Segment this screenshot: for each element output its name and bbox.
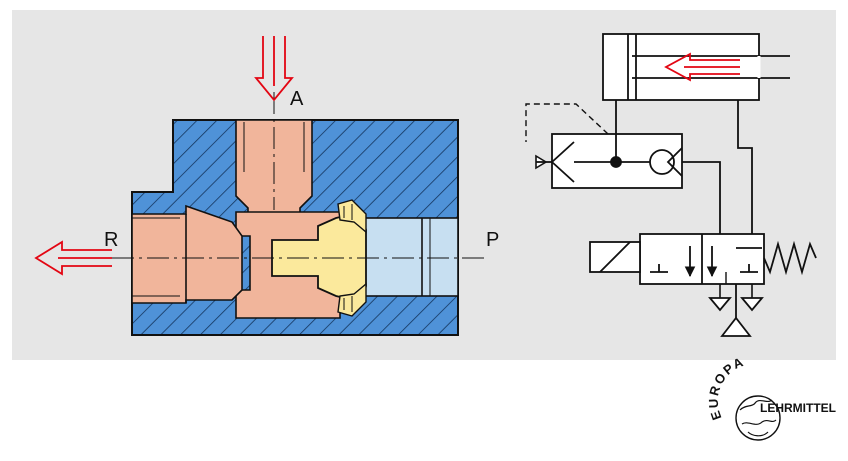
port-r-label: R <box>104 229 118 251</box>
spring-symbol <box>763 240 817 276</box>
logo-brand-text: LEHRMITTEL <box>760 401 836 415</box>
exhaust-symbol-right <box>740 297 764 312</box>
flow-arrow-r <box>34 240 112 276</box>
valve-section-view: A R P <box>34 36 499 336</box>
pressure-source-symbol <box>720 316 752 337</box>
exhaust-symbol-left <box>708 297 732 312</box>
port-a-label: A <box>290 88 304 110</box>
port-r-passage <box>131 204 243 304</box>
europa-lehrmittel-logo: EUROPA LEHRMITTEL <box>706 354 836 441</box>
flow-arrow-a <box>254 36 294 102</box>
cup-seal <box>337 199 367 317</box>
solenoid-symbol <box>589 241 641 273</box>
pilot-line <box>525 103 609 142</box>
port-p-label: P <box>486 229 499 251</box>
port-p-bore <box>361 217 459 297</box>
cylinder-flow-arrow <box>664 52 740 82</box>
globe-icon <box>735 395 781 441</box>
pneumatic-schematic <box>525 33 817 337</box>
